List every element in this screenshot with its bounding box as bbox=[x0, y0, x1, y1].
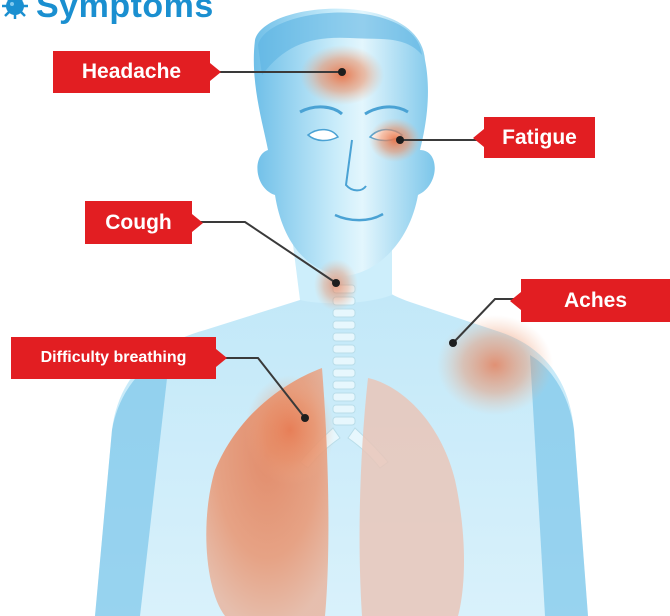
label-pointer bbox=[216, 349, 227, 367]
symptom-label-text: Headache bbox=[82, 60, 181, 84]
symptom-label-aches: Aches bbox=[521, 279, 670, 322]
symptom-label-text: Cough bbox=[105, 211, 171, 235]
symptom-label-text: Difficulty breathing bbox=[41, 349, 187, 367]
label-pointer bbox=[210, 63, 221, 81]
title-text: Symptoms bbox=[36, 0, 214, 26]
virus-icon bbox=[0, 0, 30, 21]
label-pointer bbox=[473, 129, 484, 147]
symptom-label-fatigue: Fatigue bbox=[484, 117, 595, 158]
breathing-hotspot bbox=[245, 375, 335, 485]
aches-hotspot bbox=[437, 315, 553, 415]
symptom-label-cough: Cough bbox=[85, 201, 192, 244]
symptom-label-text: Aches bbox=[564, 289, 627, 313]
label-pointer bbox=[510, 292, 521, 310]
symptom-label-headache: Headache bbox=[53, 51, 210, 93]
diagram-title: Symptoms bbox=[0, 0, 214, 26]
symptom-label-difficulty-breathing: Difficulty breathing bbox=[11, 337, 216, 379]
symptom-label-text: Fatigue bbox=[502, 126, 577, 150]
label-pointer bbox=[192, 214, 203, 232]
